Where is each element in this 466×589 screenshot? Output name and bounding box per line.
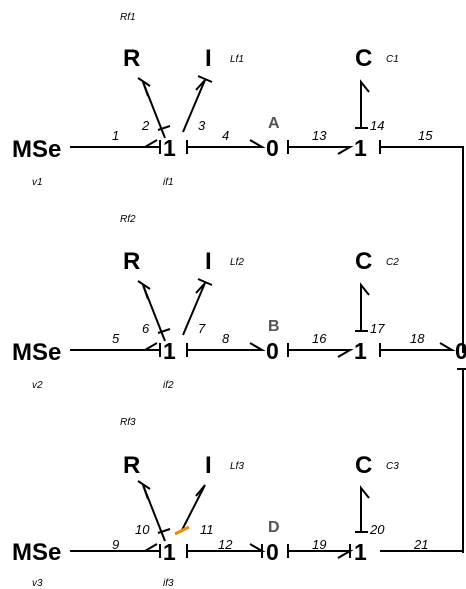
bond-label-7: 7 xyxy=(198,321,206,336)
mse-source-3: MSe xyxy=(12,539,61,566)
rf3-param: Rf3 xyxy=(120,417,136,428)
if2-param: if2 xyxy=(163,380,174,391)
c2-param: C2 xyxy=(386,257,399,268)
rf2-param: Rf2 xyxy=(120,214,136,225)
bond-to-branch-3 xyxy=(457,368,466,553)
bond-12 xyxy=(186,543,266,558)
branch-3: Rf3 R I Lf3 C C3 MSe v3 9 1 if3 10 11 12… xyxy=(12,417,464,589)
inductor-i-2: I xyxy=(205,248,212,275)
junction-1-c3: 1 xyxy=(354,539,367,565)
capacitor-c-3: C xyxy=(355,452,372,479)
bond-7 xyxy=(182,278,213,336)
rf1-param: Rf1 xyxy=(120,12,136,23)
bond-label-19: 19 xyxy=(312,537,326,552)
bond-8 xyxy=(186,342,266,357)
bond-label-8: 8 xyxy=(222,331,230,346)
c3-param: C3 xyxy=(386,461,399,472)
v2-param: v2 xyxy=(32,380,43,391)
bond-label-16: 16 xyxy=(312,331,327,346)
lf1-param: Lf1 xyxy=(230,54,244,65)
bond-label-1: 1 xyxy=(112,128,119,143)
capacitor-c-1: C xyxy=(355,45,372,72)
junction-1-c2: 1 xyxy=(354,338,367,364)
junction-1-if3: 1 xyxy=(163,539,176,565)
bond-label-11: 11 xyxy=(200,522,214,537)
v3-param: v3 xyxy=(32,578,43,589)
resistor-r-3: R xyxy=(123,452,140,479)
bond-label-15: 15 xyxy=(418,128,433,143)
node-point-d: D xyxy=(268,519,280,536)
junction-1-if1: 1 xyxy=(163,135,176,161)
bond-label-12: 12 xyxy=(218,537,233,552)
inductor-i-3: I xyxy=(205,452,212,479)
bond-21 xyxy=(380,550,464,553)
bond-20 xyxy=(355,485,370,533)
bond-label-20: 20 xyxy=(369,522,385,537)
bond-19 xyxy=(287,544,354,559)
capacitor-c-2: C xyxy=(355,248,372,275)
bond-label-4: 4 xyxy=(222,128,229,143)
zero-junction-2: 0 xyxy=(266,338,279,364)
bond-11-highlight-stroke xyxy=(174,525,190,536)
bond-label-3: 3 xyxy=(198,118,206,133)
inductor-i-1: I xyxy=(205,45,212,72)
junction-1-c1: 1 xyxy=(354,135,367,161)
lf2-param: Lf2 xyxy=(230,257,244,268)
bond-1 xyxy=(70,139,161,154)
bond-17 xyxy=(355,282,370,332)
resistor-r-2: R xyxy=(123,248,140,275)
bond-6 xyxy=(137,280,171,342)
lf3-param: Lf3 xyxy=(230,461,244,472)
v1-param: v1 xyxy=(32,177,43,188)
bond-15 xyxy=(379,140,464,353)
bond-5 xyxy=(70,342,161,357)
bond-label-13: 13 xyxy=(312,128,327,143)
bond-label-10: 10 xyxy=(135,522,150,537)
bond-label-9: 9 xyxy=(112,537,119,552)
bond-label-18: 18 xyxy=(410,331,425,346)
bond-11 xyxy=(180,484,206,533)
bond-label-17: 17 xyxy=(370,321,385,336)
resistor-r-1: R xyxy=(123,45,140,72)
bond-3 xyxy=(182,75,213,133)
bond-label-14: 14 xyxy=(370,118,384,133)
bond-label-21: 21 xyxy=(413,537,428,552)
branch-2: Rf2 R I Lf2 C C2 MSe v2 5 1 if2 6 7 8 B … xyxy=(12,214,466,553)
bond-10 xyxy=(137,480,171,542)
c1-param: C1 xyxy=(386,54,399,65)
bond-14 xyxy=(355,79,370,129)
node-point-b: B xyxy=(268,318,280,335)
bond-4 xyxy=(186,139,266,154)
bond-label-6: 6 xyxy=(142,321,150,336)
bond-9 xyxy=(70,543,161,558)
node-point-a: A xyxy=(268,115,280,132)
zero-junction-1: 0 xyxy=(266,135,279,161)
if3-param: if3 xyxy=(163,578,174,589)
common-zero-junction: 0 xyxy=(455,338,466,364)
branch-1: Rf1 R I Lf1 C C1 MSe v1 1 1 if1 2 3 4 A … xyxy=(12,12,464,353)
bond-18 xyxy=(379,342,456,357)
bond-13 xyxy=(287,140,354,155)
bond-2 xyxy=(137,77,171,139)
zero-junction-3: 0 xyxy=(266,539,279,565)
bond-16 xyxy=(287,343,354,358)
bond-label-5: 5 xyxy=(112,331,120,346)
if1-param: if1 xyxy=(163,177,174,188)
bond-label-2: 2 xyxy=(141,118,150,133)
junction-1-if2: 1 xyxy=(163,338,176,364)
mse-source-1: MSe xyxy=(12,136,61,163)
mse-source-2: MSe xyxy=(12,339,61,366)
